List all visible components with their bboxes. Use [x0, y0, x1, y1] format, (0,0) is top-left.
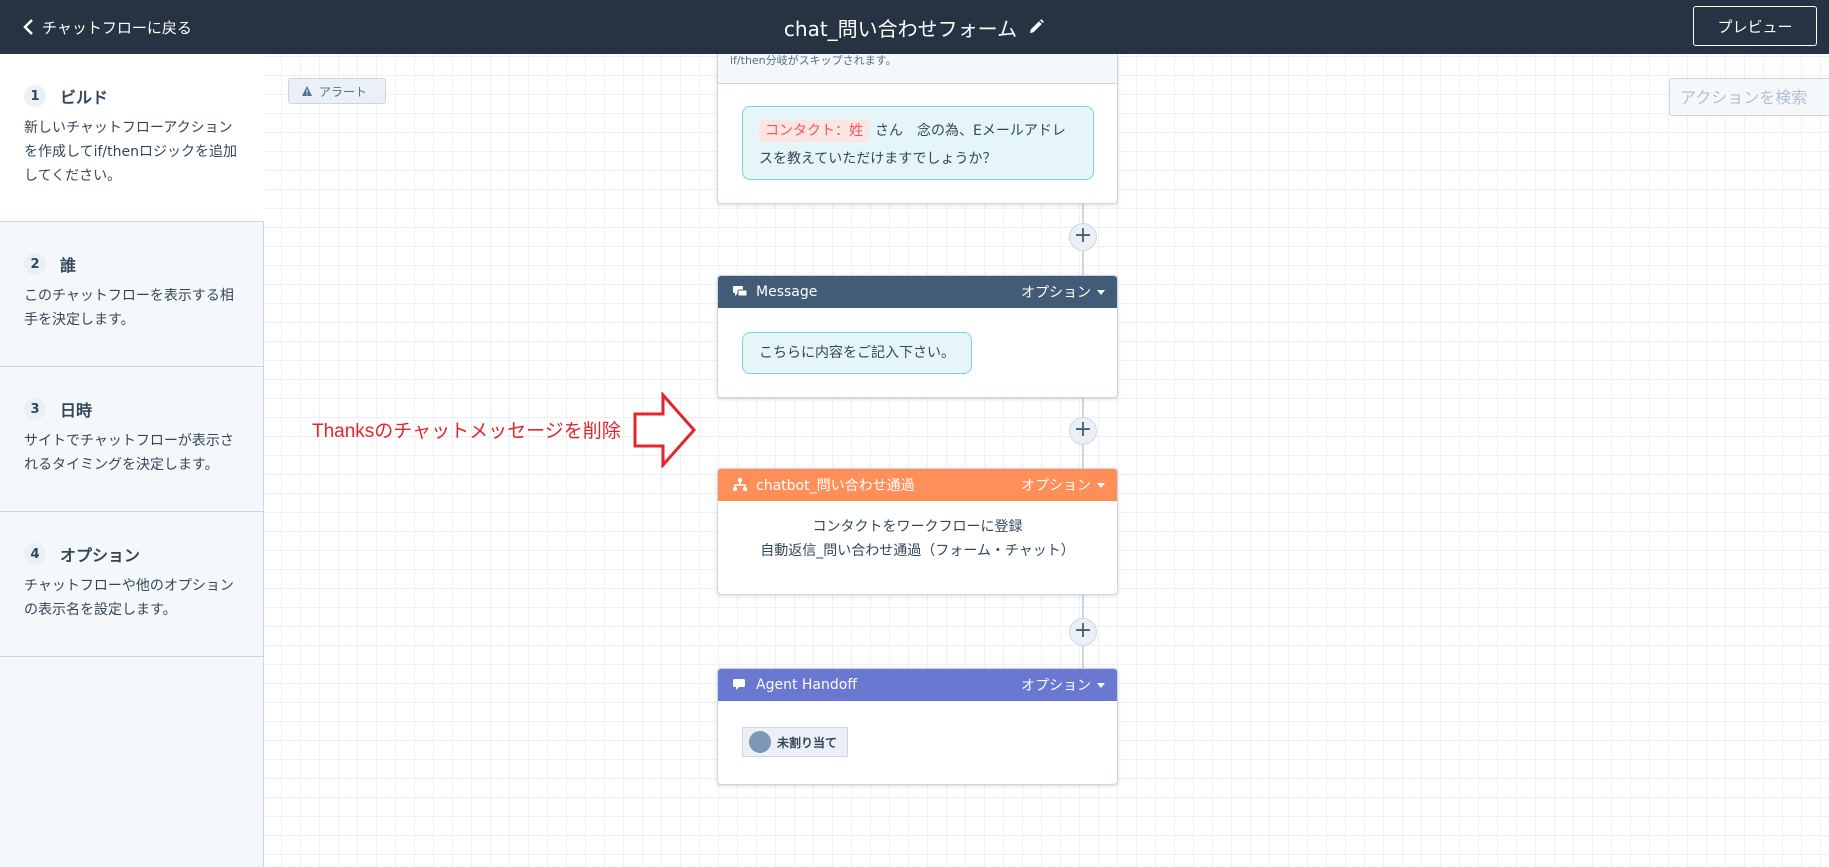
step-number: 3 [24, 398, 46, 420]
step-header: 1 ビルド [24, 84, 240, 108]
options-dropdown[interactable]: オプション [1021, 282, 1105, 302]
agent-card-header: Agent Handoff オプション [718, 669, 1117, 701]
assignee-label: 未割り当て [777, 735, 838, 750]
add-action-button[interactable]: + [1069, 618, 1097, 646]
step-header: 2 誰 [24, 252, 239, 276]
alert-button[interactable]: アラート [288, 78, 386, 104]
agent-card-title: Agent Handoff [756, 677, 857, 693]
step-description: 新しいチャットフローアクションを作成してif/thenロジックを追加してください… [24, 120, 237, 184]
chat-bubbles-icon [733, 286, 748, 297]
options-dropdown[interactable]: オプション [1021, 675, 1105, 695]
annotation-text: Thanksのチャットメッセージを削除 [312, 421, 621, 442]
steps-sidebar: 1 ビルド 新しいチャットフローアクションを作成してif/thenロジックを追加… [0, 54, 264, 867]
workflow-line-1: コンタクトをワークフローに登録 [812, 519, 1023, 535]
step-number: 1 [24, 85, 46, 107]
step-description: サイトでチャットフローが表示されるタイミングを決定します。 [24, 433, 234, 473]
step-header: 4 オプション [24, 542, 239, 566]
flow-canvas[interactable]: アラート if/then分岐がスキップされます。 コンタクト：姓さん 念の為、E… [265, 54, 1829, 867]
workflow-card[interactable]: chatbot_問い合わせ通過 オプション コンタクトをワークフローに登録 自動… [717, 468, 1118, 595]
question-bubble: コンタクト：姓さん 念の為、Eメールアドレスを教えていただけますでしょうか？ [742, 106, 1094, 180]
avatar [749, 731, 771, 753]
options-dropdown[interactable]: オプション [1021, 475, 1105, 495]
pencil-icon[interactable] [1027, 18, 1045, 36]
caret-down-icon [1097, 482, 1105, 488]
step-title: オプション [60, 546, 141, 565]
title-area: chat_問い合わせフォーム [0, 0, 1829, 54]
back-to-chatflows-link[interactable]: チャットフローに戻る [22, 0, 192, 54]
step-title: ビルド [60, 88, 109, 107]
agent-handoff-card[interactable]: Agent Handoff オプション 未割り当て [717, 668, 1118, 785]
chat-bubble-icon [733, 679, 745, 690]
caret-down-icon [1097, 289, 1105, 295]
step-options[interactable]: 4 オプション チャットフローや他のオプションの表示名を設定します。 [0, 512, 263, 657]
caret-down-icon [1097, 682, 1105, 688]
skip-note: if/then分岐がスキップされます。 [718, 54, 1117, 84]
message-card[interactable]: Message オプション こちらに内容をご記入下さい。 [717, 275, 1118, 398]
preview-button[interactable]: プレビュー [1693, 6, 1817, 46]
step-number: 2 [24, 253, 46, 275]
contact-token: コンタクト：姓 [759, 120, 869, 142]
options-label: オプション [1021, 478, 1091, 494]
alert-label: アラート [319, 84, 368, 99]
step-number: 4 [24, 543, 46, 565]
top-bar: チャットフローに戻る chat_問い合わせフォーム プレビュー [0, 0, 1829, 54]
message-card-title: Message [756, 284, 818, 300]
step-build[interactable]: 1 ビルド 新しいチャットフローアクションを作成してif/thenロジックを追加… [0, 54, 264, 222]
add-action-button[interactable]: + [1069, 417, 1097, 445]
workflow-line-2: 自動返信_問い合わせ通過（フォーム・チャット） [760, 543, 1075, 559]
workflow-card-title: chatbot_問い合わせ通過 [756, 478, 915, 494]
step-description: このチャットフローを表示する相手を決定します。 [24, 288, 234, 328]
workflow-card-header: chatbot_問い合わせ通過 オプション [718, 469, 1117, 501]
add-action-button[interactable]: + [1069, 223, 1097, 251]
step-header: 3 日時 [24, 397, 239, 421]
assignee-chip[interactable]: 未割り当て [742, 727, 849, 757]
step-description: チャットフローや他のオプションの表示名を設定します。 [24, 578, 234, 618]
message-bubble: こちらに内容をご記入下さい。 [742, 332, 972, 374]
step-title: 日時 [60, 401, 93, 420]
arrow-right-icon [633, 392, 697, 468]
page-title: chat_問い合わせフォーム [783, 16, 1018, 41]
warning-icon [302, 86, 312, 96]
step-when[interactable]: 3 日時 サイトでチャットフローが表示されるタイミングを決定します。 [0, 367, 263, 512]
workflow-icon [732, 477, 748, 492]
step-who[interactable]: 2 誰 このチャットフローを表示する相手を決定します。 [0, 222, 263, 367]
chevron-left-icon [23, 19, 33, 35]
options-label: オプション [1021, 678, 1091, 694]
action-search-input[interactable] [1669, 78, 1829, 116]
options-label: オプション [1021, 285, 1091, 301]
question-card[interactable]: if/then分岐がスキップされます。 コンタクト：姓さん 念の為、Eメールアド… [717, 54, 1118, 204]
step-title: 誰 [60, 256, 77, 275]
message-card-header: Message オプション [718, 276, 1117, 308]
back-label: チャットフローに戻る [42, 18, 192, 37]
question-text: さん 念の為、Eメールアドレスを教えていただけますでしょうか？ [759, 123, 1066, 167]
workflow-card-body: コンタクトをワークフローに登録 自動返信_問い合わせ通過（フォーム・チャット） [718, 501, 1117, 563]
